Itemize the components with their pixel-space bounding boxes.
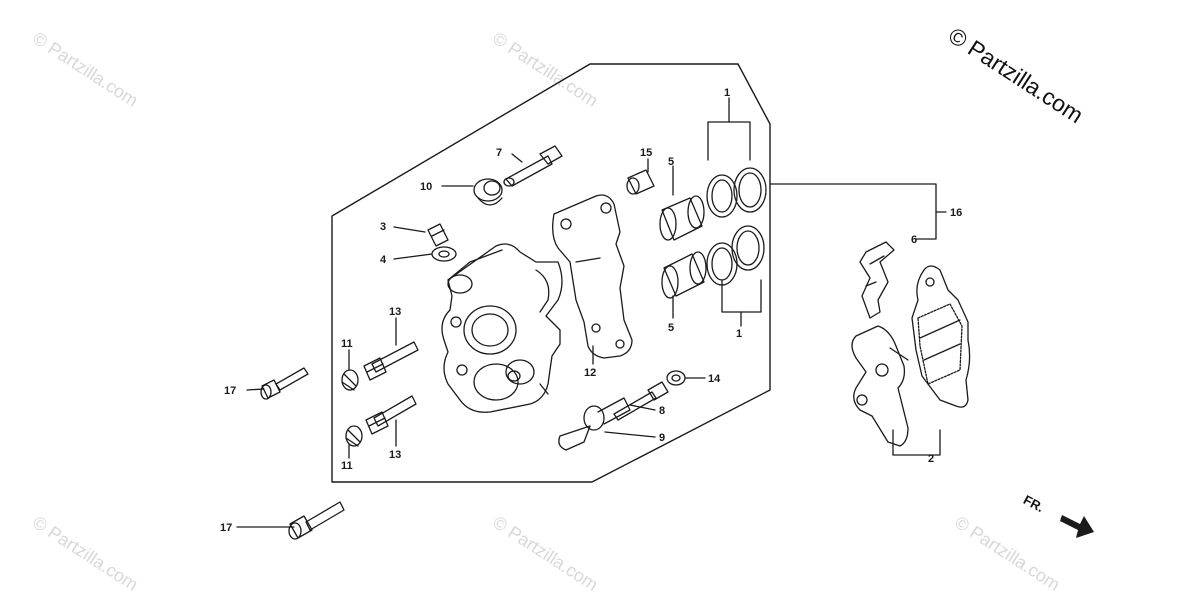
pin-boot-10 — [473, 178, 503, 206]
callout-11-bottom: 11 — [341, 460, 353, 472]
washer-14 — [666, 370, 686, 386]
bracket-1-bottom — [721, 279, 762, 313]
leader-3 — [393, 226, 426, 233]
leader-4 — [393, 253, 433, 260]
seal-set-1-bottom — [706, 225, 765, 286]
callout-1-top: 1 — [724, 87, 730, 99]
bracket-2 — [892, 429, 941, 456]
pad-spring-6 — [859, 241, 895, 319]
caliper-bracket-12 — [552, 194, 633, 359]
pad-pin-13-top — [363, 341, 419, 381]
leader-8 — [629, 404, 656, 411]
pin-bolt-8 — [613, 381, 669, 421]
brake-pad-2-rear — [911, 265, 971, 408]
front-direction-arrow — [1060, 515, 1094, 538]
callout-3: 3 — [380, 221, 386, 233]
callout-13-bottom: 13 — [389, 449, 401, 461]
bleeder-screw-3 — [427, 223, 449, 247]
piston-5-top — [659, 195, 705, 241]
callout-11-top: 11 — [341, 338, 353, 350]
pad-pin-13-bottom — [365, 395, 417, 435]
callout-7: 7 — [496, 147, 502, 159]
leader-7 — [511, 153, 523, 163]
pin-boot-15 — [626, 169, 655, 195]
seal-set-1-top — [706, 167, 767, 218]
callout-15: 15 — [640, 147, 652, 159]
callout-5-top: 5 — [668, 156, 674, 168]
slide-pin-7 — [503, 145, 563, 187]
callout-16: 16 — [950, 207, 962, 219]
callout-12: 12 — [584, 367, 596, 379]
mounting-bolt-17-top — [260, 367, 309, 400]
mounting-bolt-17-bottom — [288, 501, 345, 540]
callout-17-bottom: 17 — [220, 522, 232, 534]
callout-17-top: 17 — [224, 385, 236, 397]
pin-bolt-9 — [558, 397, 631, 451]
callout-10: 10 — [420, 181, 432, 193]
piston-5-bottom — [661, 251, 707, 299]
callout-13-top: 13 — [389, 306, 401, 318]
brake-pad-2-front — [851, 325, 909, 447]
callout-9: 9 — [659, 432, 665, 444]
callout-14: 14 — [708, 373, 721, 385]
callout-4: 4 — [380, 254, 387, 266]
caliper-body — [441, 243, 563, 413]
callout-6: 6 — [911, 234, 917, 246]
pin-boot-11-bottom — [345, 425, 363, 447]
pin-boot-11-top — [341, 369, 359, 391]
bleeder-cap-4 — [431, 246, 457, 262]
assembly-outline — [331, 63, 771, 483]
callout-1-bottom: 1 — [736, 328, 742, 340]
bracket-1-top — [707, 121, 751, 161]
leader-9 — [604, 431, 656, 438]
callout-5-bottom: 5 — [668, 322, 674, 334]
bracket-16 — [769, 183, 937, 240]
callout-2: 2 — [928, 453, 934, 465]
callout-8: 8 — [659, 405, 665, 417]
